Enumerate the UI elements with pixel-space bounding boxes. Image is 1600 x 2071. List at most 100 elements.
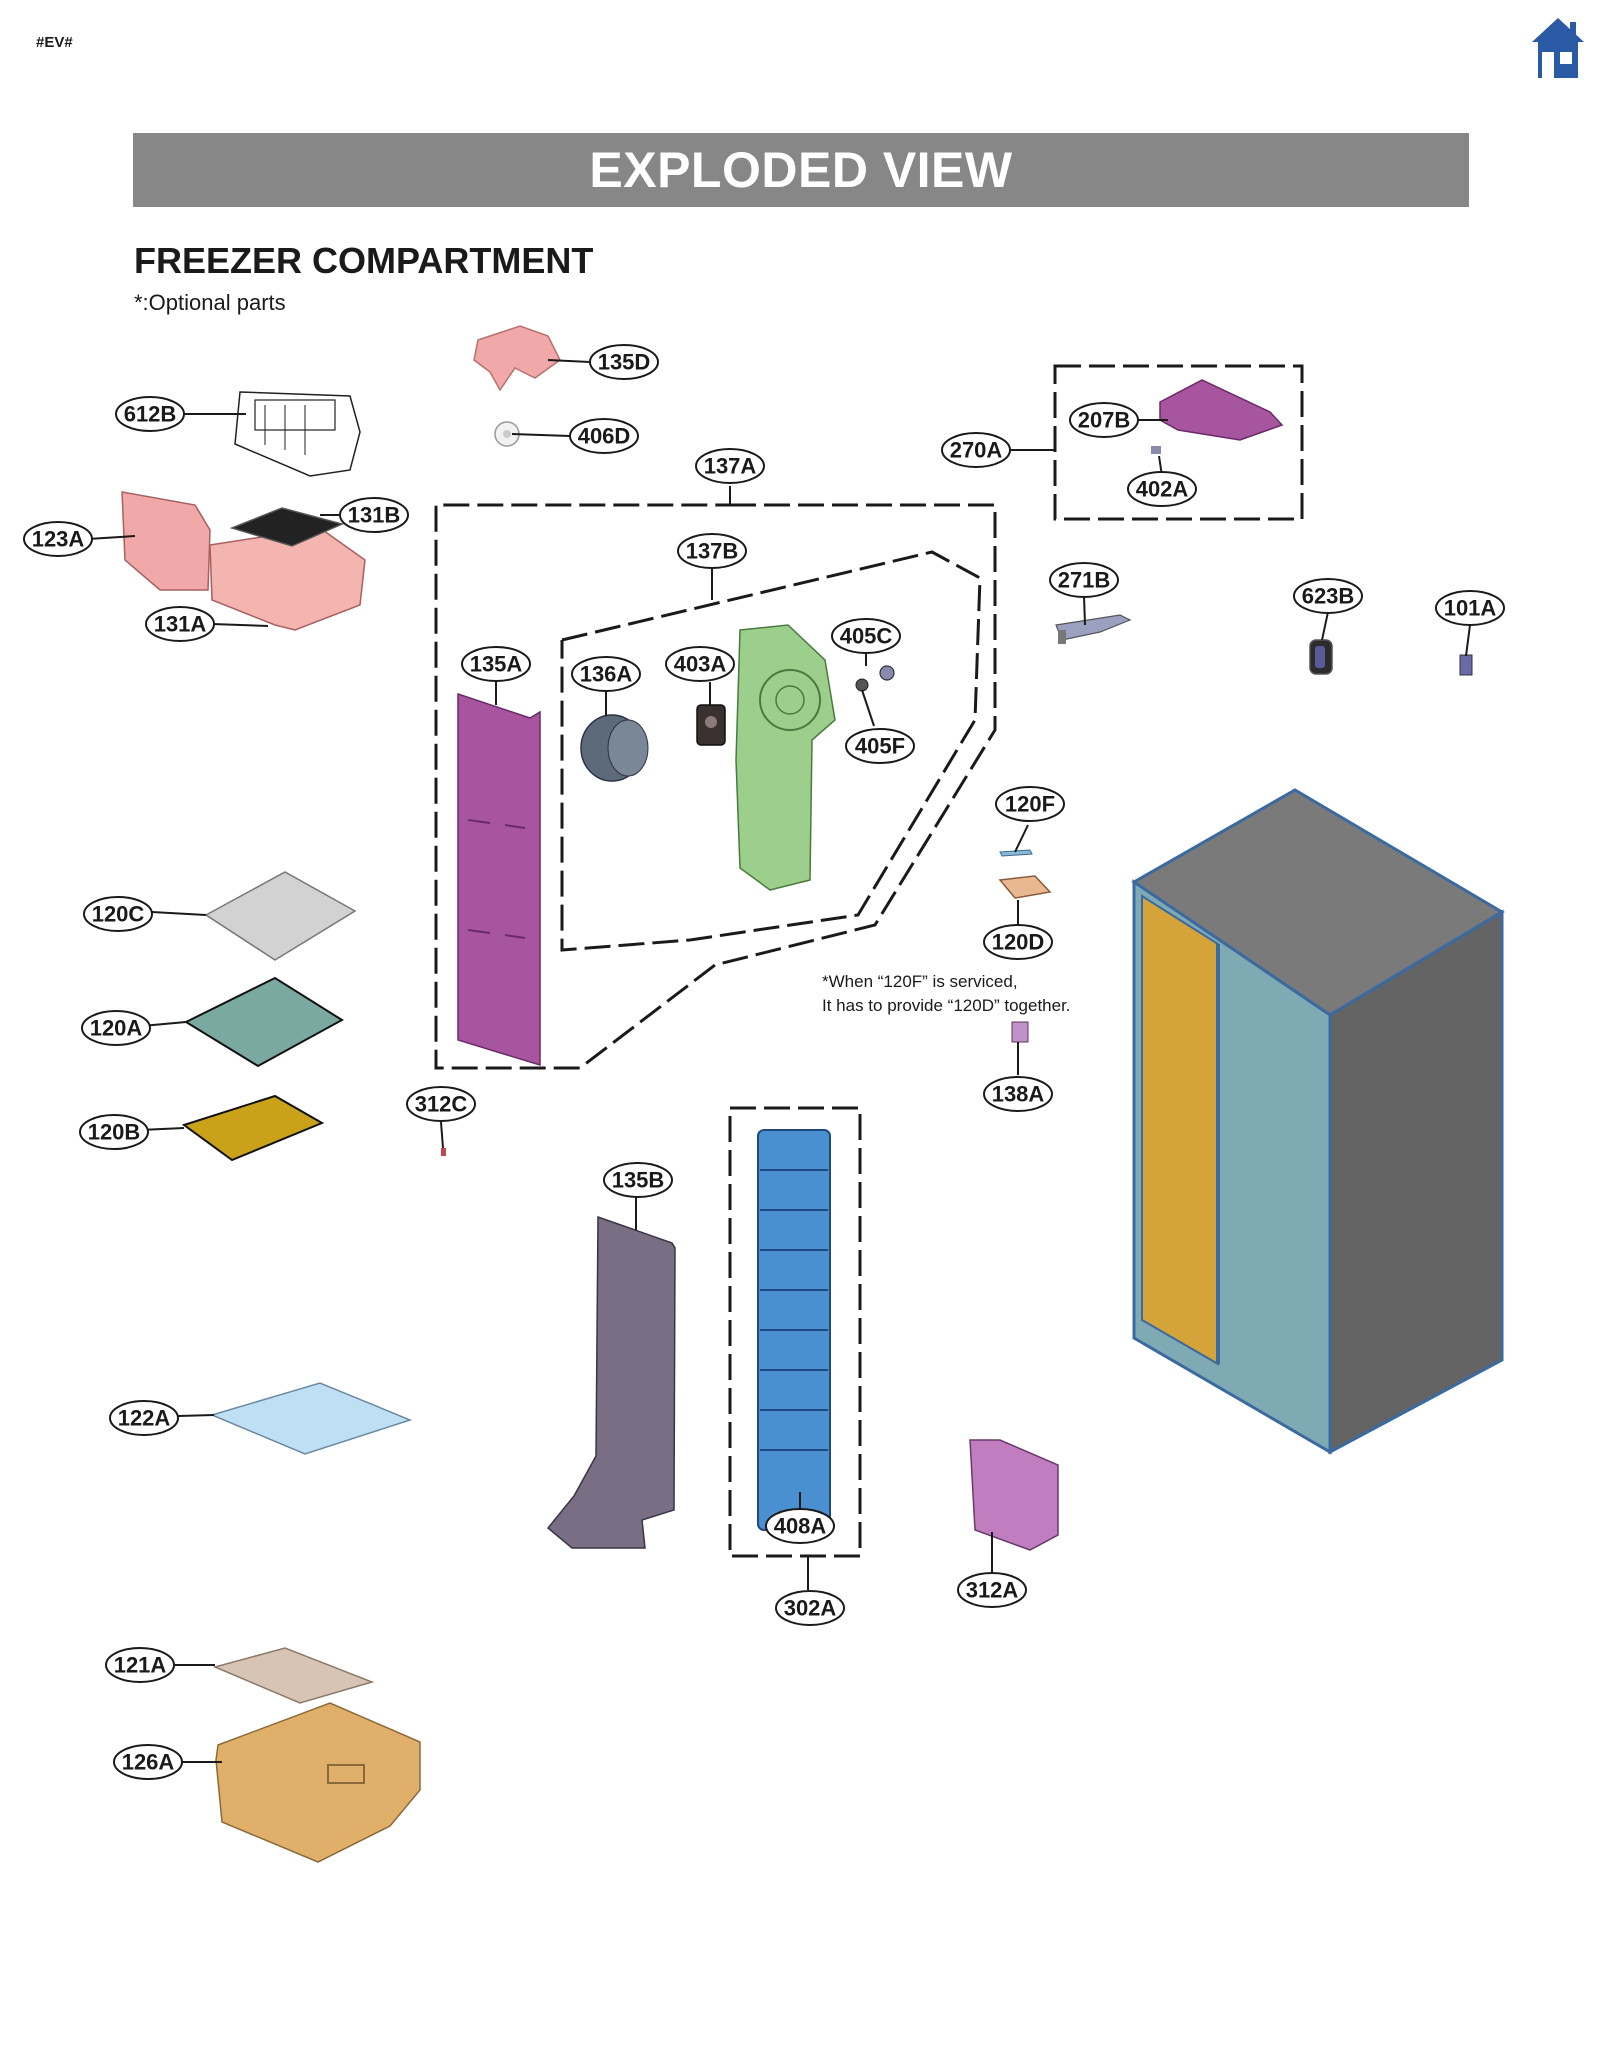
callout-label: 137A (704, 454, 757, 479)
page-tag: #EV# (36, 34, 73, 51)
callout-120D[interactable]: 120D (983, 924, 1053, 960)
callout-612B[interactable]: 612B (115, 396, 185, 432)
callout-label: 120B (88, 1120, 141, 1145)
part-207B[interactable] (1159, 379, 1284, 441)
group-outline-137A (434, 503, 997, 1070)
callout-623B[interactable]: 623B (1293, 578, 1363, 614)
callout-312C[interactable]: 312C (406, 1086, 476, 1122)
part-405C[interactable] (879, 665, 895, 681)
callout-271B[interactable]: 271B (1049, 562, 1119, 598)
part-131A[interactable] (209, 527, 366, 631)
part-135A[interactable] (457, 692, 541, 1067)
callout-label: 138A (992, 1082, 1045, 1107)
callout-label: 623B (1302, 584, 1355, 609)
callout-120C[interactable]: 120C (83, 896, 153, 932)
callout-101A[interactable]: 101A (1435, 590, 1505, 626)
part-623B[interactable] (1309, 639, 1333, 675)
part-135D[interactable] (473, 325, 561, 392)
callout-302A[interactable]: 302A (775, 1590, 845, 1626)
part-138A[interactable] (1011, 1021, 1029, 1043)
callout-312A[interactable]: 312A (957, 1572, 1027, 1608)
part-406D[interactable] (494, 421, 520, 447)
service-note: *When “120F” is serviced, It has to prov… (822, 970, 1071, 1018)
part-403A[interactable] (696, 704, 726, 746)
callout-label: 403A (674, 652, 727, 677)
callout-label: 131B (348, 503, 401, 528)
home-button[interactable] (1530, 16, 1586, 80)
part-120D[interactable] (998, 875, 1052, 899)
part-405F[interactable] (855, 678, 869, 692)
callout-131A[interactable]: 131A (145, 606, 215, 642)
callout-405C[interactable]: 405C (831, 618, 901, 654)
callout-label: 101A (1444, 596, 1497, 621)
callout-137B[interactable]: 137B (677, 533, 747, 569)
part-408A[interactable] (757, 1129, 831, 1531)
part-121A[interactable] (212, 1647, 375, 1704)
part-120B[interactable] (181, 1094, 325, 1162)
callout-120B[interactable]: 120B (79, 1114, 149, 1150)
section-title: FREEZER COMPARTMENT (134, 240, 594, 281)
part-136A[interactable] (580, 714, 649, 782)
service-note-line-1: *When “120F” is serviced, (822, 972, 1018, 991)
callout-120A[interactable]: 120A (81, 1010, 151, 1046)
part-101A[interactable] (1459, 654, 1473, 676)
callout-label: 120A (90, 1016, 143, 1041)
callout-138A[interactable]: 138A (983, 1076, 1053, 1112)
callout-label: 612B (124, 402, 177, 427)
callout-131B[interactable]: 131B (339, 497, 409, 533)
callout-135A[interactable]: 135A (461, 646, 531, 682)
part-120C[interactable] (204, 871, 357, 961)
group-outline-270A (1053, 364, 1304, 521)
optional-parts-note: *:Optional parts (134, 290, 286, 315)
part-612B[interactable] (234, 391, 361, 477)
part-312C[interactable] (441, 1148, 446, 1156)
callout-label: 136A (580, 662, 633, 687)
callout-label: 271B (1058, 568, 1111, 593)
home-icon (1532, 18, 1584, 78)
cabinet[interactable] (1131, 788, 1505, 1455)
callout-label: 406D (578, 424, 631, 449)
callout-403A[interactable]: 403A (665, 646, 735, 682)
callout-label: 126A (122, 1750, 175, 1775)
part-271B[interactable] (1055, 614, 1132, 644)
callout-137A[interactable]: 137A (695, 448, 765, 484)
part-131B[interactable] (229, 507, 345, 547)
callout-label: 312C (415, 1092, 468, 1117)
part-135B[interactable] (546, 1215, 676, 1549)
callout-label: 302A (784, 1596, 837, 1621)
part-126A[interactable] (215, 1702, 421, 1863)
callout-126A[interactable]: 126A (113, 1744, 183, 1780)
callout-135D[interactable]: 135D (589, 344, 659, 380)
callout-label: 405C (840, 624, 893, 649)
callout-406D[interactable]: 406D (569, 418, 639, 454)
callout-label: 402A (1136, 477, 1189, 502)
callout-207B[interactable]: 207B (1069, 402, 1139, 438)
part-312A[interactable] (969, 1439, 1059, 1551)
callout-270A[interactable]: 270A (941, 432, 1011, 468)
callout-405F[interactable]: 405F (845, 728, 915, 764)
callout-label: 131A (154, 612, 207, 637)
callout-402A[interactable]: 402A (1127, 471, 1197, 507)
part-120A[interactable] (183, 976, 344, 1068)
callout-136A[interactable]: 136A (571, 656, 641, 692)
part-120F[interactable] (999, 849, 1033, 857)
callout-label: 135A (470, 652, 523, 677)
callout-135B[interactable]: 135B (603, 1162, 673, 1198)
service-note-line-2: It has to provide “120D” together. (822, 996, 1071, 1015)
callout-label: 207B (1078, 408, 1131, 433)
callout-label: 120F (1005, 792, 1055, 817)
callout-122A[interactable]: 122A (109, 1400, 179, 1436)
leader-lines (87, 359, 1471, 1763)
part-402A[interactable] (1151, 446, 1161, 454)
callout-label: 120C (92, 902, 145, 927)
callout-label: 137B (686, 539, 739, 564)
callout-121A[interactable]: 121A (105, 1647, 175, 1683)
callout-123A[interactable]: 123A (23, 521, 93, 557)
callout-408A[interactable]: 408A (765, 1508, 835, 1544)
part-137B[interactable] (735, 624, 836, 891)
part-122A[interactable] (209, 1382, 413, 1455)
callout-label: 135B (612, 1168, 665, 1193)
callout-120F[interactable]: 120F (995, 786, 1065, 822)
part-123A[interactable] (121, 491, 211, 591)
callout-label: 121A (114, 1653, 167, 1678)
